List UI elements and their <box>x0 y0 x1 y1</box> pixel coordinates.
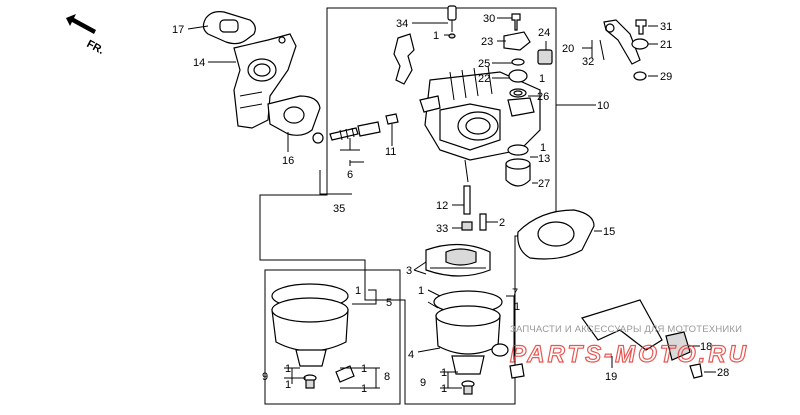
part-label-35: 35 <box>333 203 345 215</box>
choke-lever-parts <box>393 5 457 85</box>
part-label-9-left: 9 <box>262 371 268 383</box>
part-label-10: 10 <box>597 100 609 112</box>
float-bowl-center <box>433 290 525 395</box>
part-label-34: 34 <box>396 18 408 30</box>
part-label-18: 18 <box>700 341 712 353</box>
part-label-1-center-b: 1 <box>441 383 447 395</box>
part-label-23: 23 <box>481 36 493 48</box>
mounting-stay-parts <box>581 299 703 379</box>
part-label-31: 31 <box>660 21 672 33</box>
leader-lines <box>187 17 716 389</box>
part-label-1-7: 1 <box>514 301 520 313</box>
part-label-25: 25 <box>478 58 490 70</box>
part-label-33: 33 <box>436 223 448 235</box>
part-label-1-center-a: 1 <box>441 367 447 379</box>
part-label-26: 26 <box>537 91 549 103</box>
part-label-6: 6 <box>347 169 353 181</box>
part-label-30: 30 <box>483 13 495 25</box>
part-label-21: 21 <box>660 39 672 51</box>
jet-parts <box>461 185 487 231</box>
watermark-caption: ЗАПЧАСТИ И АКСЕССУАРЫ ДЛЯ МОТОТЕХНИКИ <box>510 324 742 335</box>
part-label-7: 7 <box>512 287 518 299</box>
float-valve-parts <box>505 144 531 187</box>
part-label-15: 15 <box>603 226 615 238</box>
float <box>425 243 491 277</box>
part-label-29: 29 <box>660 71 672 83</box>
part-label-1-bowl-center: 1 <box>418 285 424 297</box>
part-label-1-left-b: 1 <box>285 379 291 391</box>
float-bowl-left <box>271 283 355 389</box>
watermark-logo: PARTS-MOTO.RU <box>510 341 749 368</box>
part-label-1-right-a: 1 <box>361 363 367 375</box>
throttle-lever-assembly <box>599 19 649 81</box>
front-direction-marker: FR. <box>66 14 106 57</box>
part-label-1-right-b: 1 <box>361 383 367 395</box>
watermark: ЗАПЧАСТИ И АКСЕССУАРЫ ДЛЯ МОТОТЕХНИКИ PA… <box>509 324 749 369</box>
air-cleaner-gasket <box>517 209 595 260</box>
part-label-28: 28 <box>717 367 729 379</box>
part-label-3: 3 <box>406 265 412 277</box>
part-label-14: 14 <box>193 57 205 69</box>
front-direction-label: FR. <box>85 38 106 57</box>
front-direction-arrow-icon <box>66 14 96 34</box>
part-label-11: 11 <box>385 146 396 158</box>
part-label-9-center: 9 <box>420 377 426 389</box>
part-label-20: 20 <box>562 43 574 55</box>
part-label-8: 8 <box>384 371 390 383</box>
part-label-13: 13 <box>538 153 550 165</box>
part-label-1-choke: 1 <box>433 30 439 42</box>
part-label-1-13: 1 <box>540 142 546 154</box>
part-label-12: 12 <box>436 200 448 212</box>
part-label-2: 2 <box>499 217 505 229</box>
part-label-1-top: 1 <box>539 73 545 85</box>
part-label-4: 4 <box>408 349 414 361</box>
heat-insulator-assembly <box>202 11 321 136</box>
part-label-16: 16 <box>282 155 294 167</box>
pilot-screw-parts <box>312 113 399 144</box>
part-label-27: 27 <box>538 178 550 190</box>
part-label-1-bowl-left: 1 <box>355 285 361 297</box>
part-label-19: 19 <box>605 371 617 383</box>
throttle-top-parts <box>503 13 553 98</box>
part-label-24: 24 <box>538 27 550 39</box>
part-labels: 17 14 16 34 1 30 23 24 25 22 1 26 10 11 … <box>172 13 729 395</box>
part-label-17: 17 <box>172 24 184 36</box>
part-label-5: 5 <box>386 297 392 309</box>
part-label-1-left-a: 1 <box>285 363 291 375</box>
part-label-32: 32 <box>582 56 594 68</box>
part-label-22: 22 <box>478 73 490 85</box>
